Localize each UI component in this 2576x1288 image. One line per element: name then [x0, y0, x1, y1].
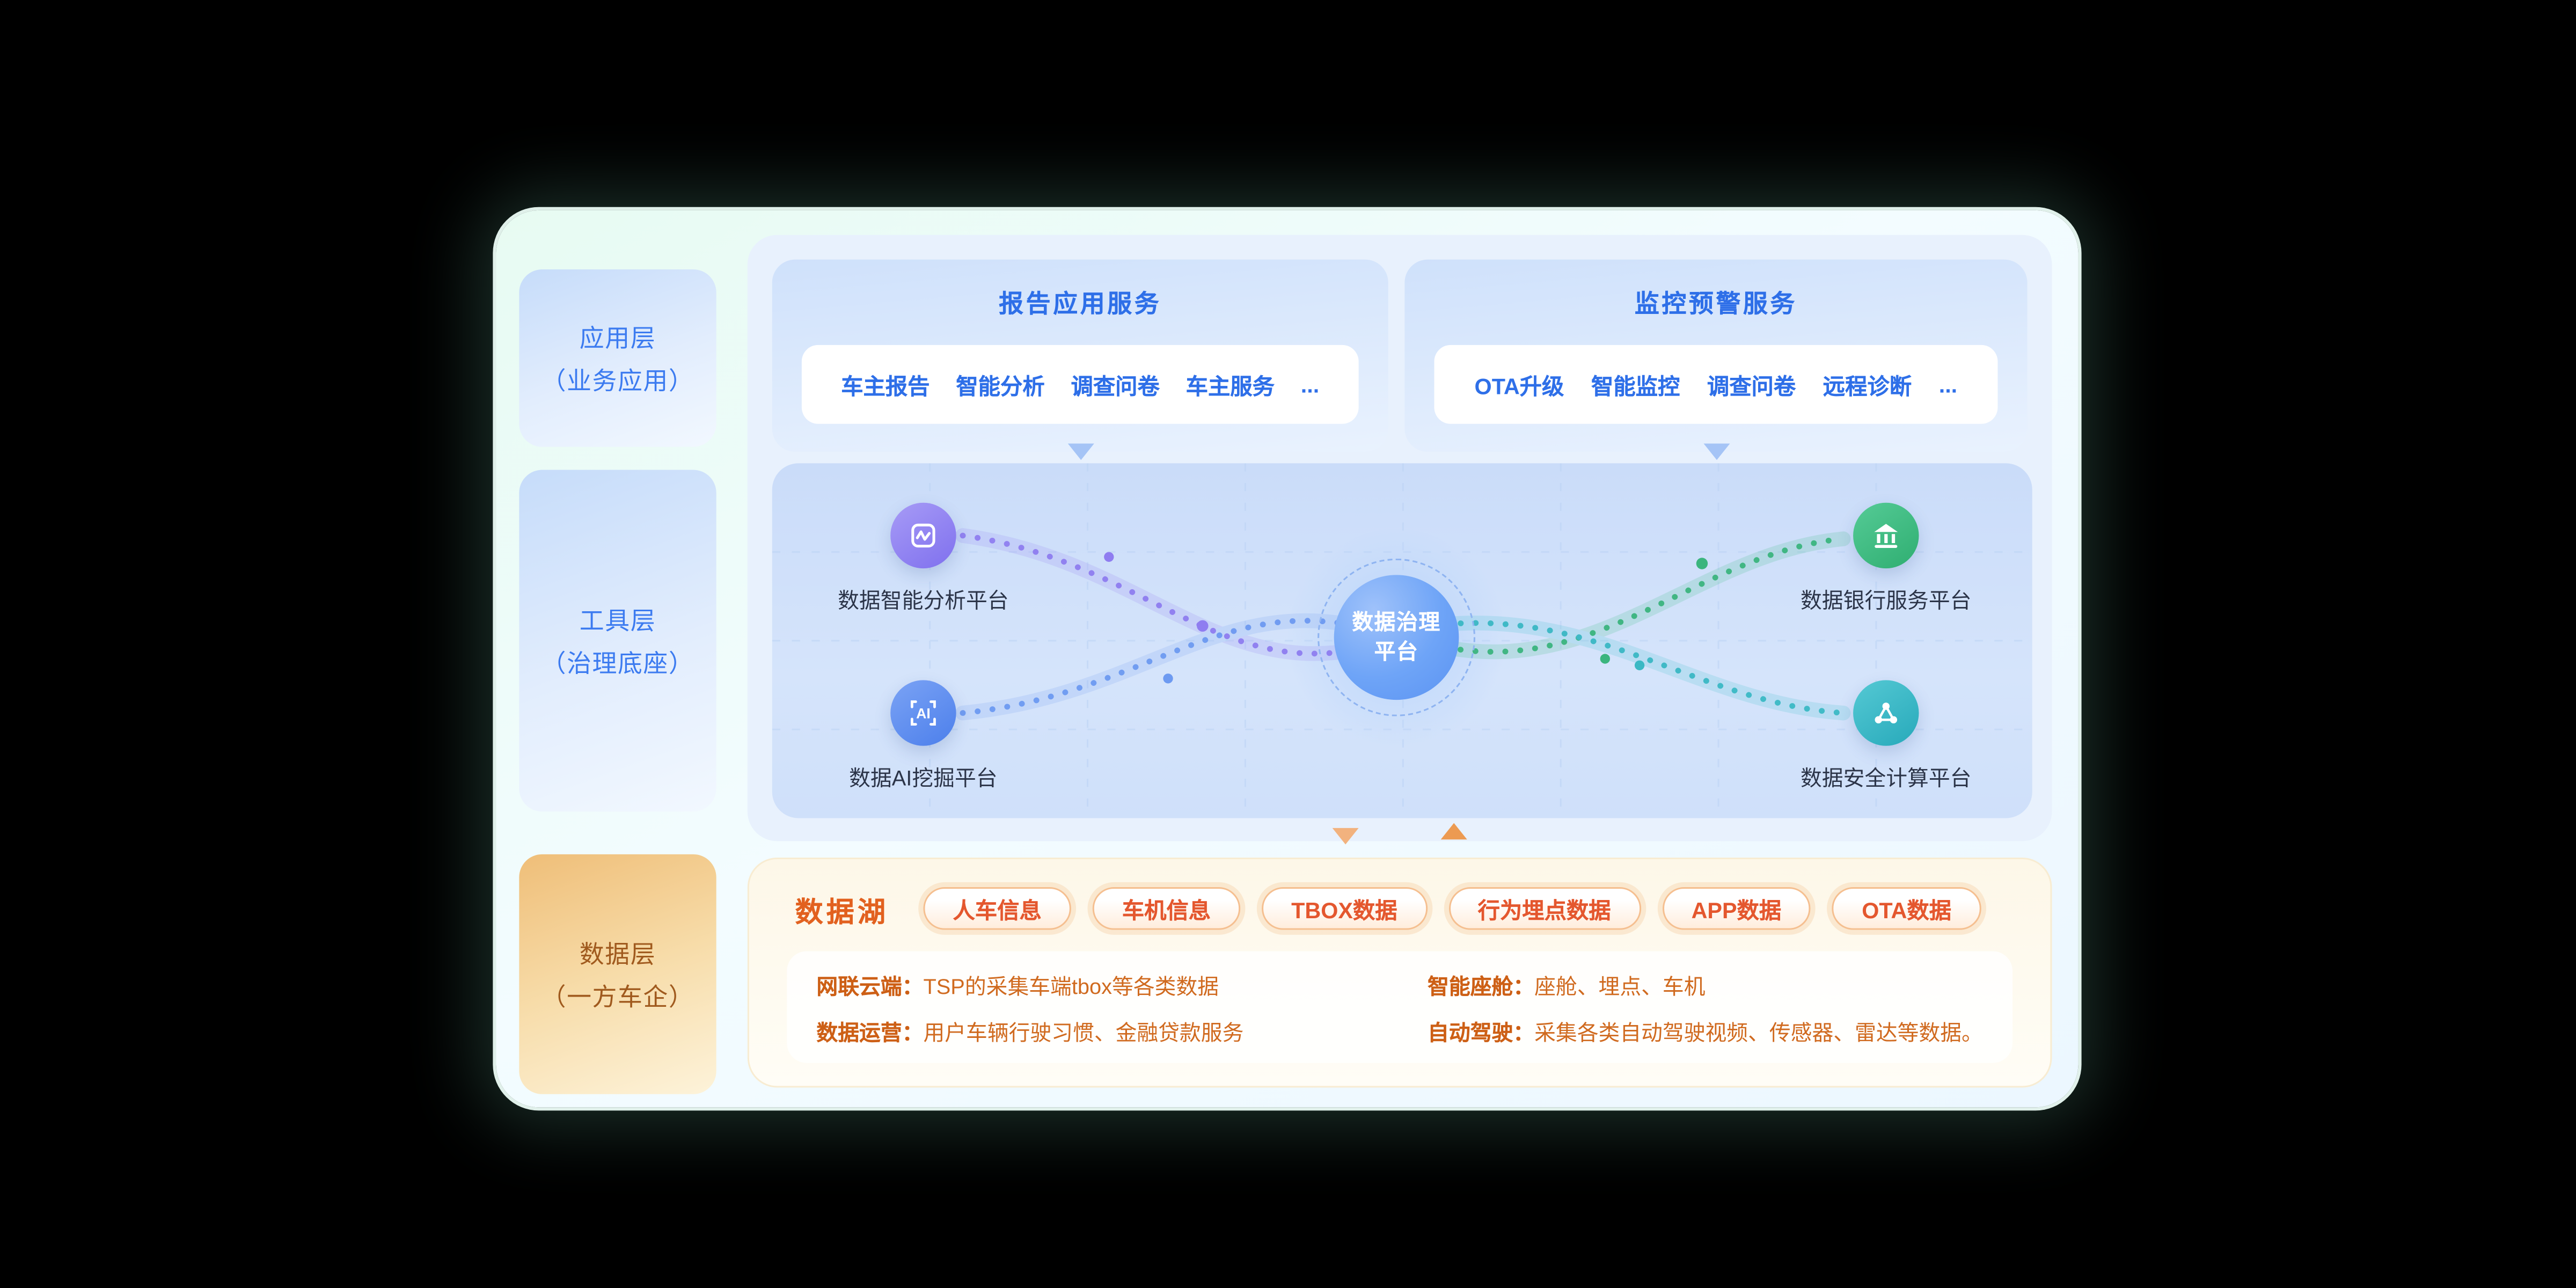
data-lake-header: 数据湖 人车信息 车机信息 TBOX数据 行为埋点数据 APP数据 OTA数据 — [795, 884, 2021, 933]
node-label: 数据银行服务平台 — [1801, 588, 1972, 613]
layer-label-line1: 应用层 — [579, 324, 656, 353]
flow-arrow-down-icon — [1067, 443, 1094, 460]
lake-detail-line: 数据运营：用户车辆行驶习惯、金融贷款服务 — [816, 1014, 1381, 1045]
layer-label-line1: 工具层 — [579, 607, 656, 635]
service-item-more: ... — [1938, 372, 1958, 397]
lake-detail-label: 数据运营： — [816, 1019, 924, 1044]
data-tag: 车机信息 — [1092, 887, 1241, 930]
service-items-bar: 车主报告 智能分析 调查问卷 车主服务 ... — [801, 345, 1359, 424]
connector-purple — [955, 528, 1358, 661]
service-item: 车主报告 — [841, 374, 930, 399]
data-lake-section: 数据湖 人车信息 车机信息 TBOX数据 行为埋点数据 APP数据 OTA数据 … — [747, 857, 2052, 1088]
lake-detail-label: 智能座舱： — [1428, 973, 1535, 998]
service-items-bar: OTA升级 智能监控 调查问卷 远程诊断 ... — [1434, 345, 1998, 424]
center-dashed-ring — [1318, 558, 1475, 716]
node-label: 数据智能分析平台 — [838, 588, 1009, 613]
flow-arrow-down-icon — [1703, 443, 1730, 460]
service-card-title: 报告应用服务 — [999, 290, 1162, 319]
layer-label-line2: （治理底座） — [541, 649, 694, 678]
data-lake-title: 数据湖 — [795, 896, 889, 928]
layer-tools: 工具层 （治理底座） — [519, 470, 716, 812]
data-lake-details: 网联云端：TSP的采集车端tbox等各类数据 智能座舱：座舱、埋点、车机 数据运… — [787, 951, 2012, 1063]
data-tag: 行为埋点数据 — [1448, 887, 1641, 930]
service-item: 车主服务 — [1185, 374, 1275, 399]
service-item: 调查问卷 — [1707, 374, 1796, 399]
layer-label-line2: （业务应用） — [541, 367, 694, 396]
data-tag: APP数据 — [1662, 887, 1811, 930]
platform-node-secure-compute: 数据安全计算平台 — [1763, 680, 2009, 792]
hub-label-line1: 数据治理 — [1352, 610, 1441, 635]
lake-detail-text: TSP的采集车端tbox等各类数据 — [923, 973, 1219, 998]
data-tag: 人车信息 — [923, 887, 1071, 930]
lake-detail-text: 用户车辆行驶习惯、金融贷款服务 — [923, 1019, 1244, 1044]
security-compute-icon — [1853, 680, 1919, 746]
service-item: OTA升级 — [1474, 374, 1564, 399]
analytics-icon — [890, 502, 956, 569]
service-item: 远程诊断 — [1823, 374, 1912, 399]
service-item-more: ... — [1300, 372, 1320, 397]
data-governance-hub: 数据治理 平台 — [1334, 575, 1459, 700]
data-flow-up-icon — [1440, 823, 1467, 840]
lake-detail-label: 网联云端： — [816, 973, 924, 998]
ai-icon: AI — [890, 680, 956, 746]
layer-label-line1: 数据层 — [579, 940, 656, 969]
service-card-monitor: 监控预警服务 OTA升级 智能监控 调查问卷 远程诊断 ... — [1404, 259, 2028, 452]
connector-curves — [955, 528, 1851, 721]
platform-panel: 数据智能分析平台 AI 数据AI挖掘平台 — [772, 463, 2032, 818]
service-item: 智能监控 — [1591, 374, 1680, 399]
architecture-frame: 应用层 （业务应用） 工具层 （治理底座） 数据层 （一方车企） 报告应用服务 … — [496, 210, 2079, 1108]
node-label: 数据AI挖掘平台 — [849, 765, 998, 791]
svg-text:AI: AI — [916, 706, 931, 722]
data-tag: OTA数据 — [1832, 887, 1981, 930]
service-card-title: 监控预警服务 — [1634, 290, 1797, 319]
service-item: 调查问卷 — [1071, 374, 1160, 399]
layer-application: 应用层 （业务应用） — [519, 269, 716, 447]
lake-detail-text: 采集各类自动驾驶视频、传感器、雷达等数据。 — [1534, 1019, 1983, 1044]
lake-detail-line: 自动驾驶：采集各类自动驾驶视频、传感器、雷达等数据。 — [1428, 1014, 1983, 1045]
layer-data: 数据层 （一方车企） — [519, 854, 716, 1094]
lake-detail-line: 网联云端：TSP的采集车端tbox等各类数据 — [816, 969, 1381, 1000]
lake-detail-line: 智能座舱：座舱、埋点、车机 — [1428, 969, 1983, 1000]
service-card-report: 报告应用服务 车主报告 智能分析 调查问卷 车主服务 ... — [772, 259, 1388, 452]
service-item: 智能分析 — [956, 374, 1045, 399]
data-flow-down-icon — [1332, 828, 1359, 845]
services-and-platform-area: 报告应用服务 车主报告 智能分析 调查问卷 车主服务 ... 监控预警服务 OT… — [747, 235, 2052, 841]
node-label: 数据安全计算平台 — [1801, 765, 1972, 791]
bank-icon — [1853, 502, 1919, 569]
hub-label-line2: 平台 — [1374, 639, 1419, 664]
layer-label-line2: （一方车企） — [541, 983, 694, 1012]
platform-node-ai-mining: AI 数据AI挖掘平台 — [800, 680, 1046, 792]
data-tag: TBOX数据 — [1262, 887, 1427, 930]
lake-detail-label: 自动驾驶： — [1428, 1019, 1535, 1044]
platform-node-analytics: 数据智能分析平台 — [800, 502, 1046, 614]
lake-detail-text: 座舱、埋点、车机 — [1534, 973, 1706, 998]
platform-node-data-bank: 数据银行服务平台 — [1763, 502, 2009, 614]
